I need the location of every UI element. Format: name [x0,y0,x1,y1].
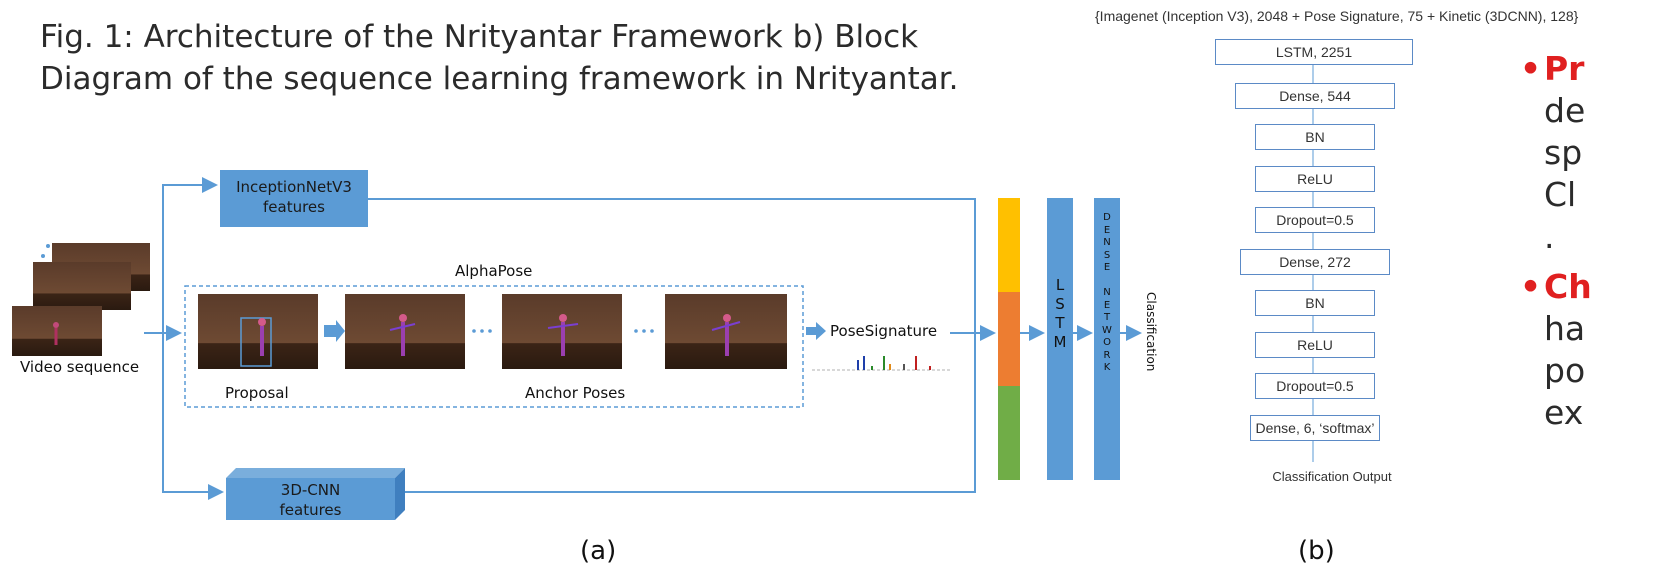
layer-bn-2: BN [1255,290,1375,316]
inceptionnet-label: InceptionNetV3 features [236,178,352,216]
feature-concat-bar [998,198,1020,480]
dense-network-block [1094,198,1120,480]
proposal-label: Proposal [225,384,289,402]
pose-signature-label: PoseSignature [830,322,938,340]
layer-dense-softmax: Dense, 6, ‘softmax’ [1250,415,1380,441]
layer-relu-1: ReLU [1255,166,1375,192]
caption-line-2: Diagram of the sequence learning framewo… [40,61,959,97]
layer-relu-2: ReLU [1255,332,1375,358]
diagram-b-input: {Imagenet (Inception V3), 2048 + Pose Si… [1095,8,1579,24]
layer-bn-1: BN [1255,124,1375,150]
pose-signature-spectrum [812,356,950,371]
sublabel-b: (b) [1298,536,1335,566]
layer-lstm: LSTM, 2251 [1215,39,1413,65]
layer-dense-544: Dense, 544 [1235,83,1395,109]
anchor-poses-label: Anchor Poses [525,384,626,402]
layer-dense-272: Dense, 272 [1240,249,1390,275]
classification-output: Classification Output [1272,469,1392,484]
caption-line-1: Fig. 1: Architecture of the Nrityantar F… [40,19,919,55]
inceptionnet-box [220,170,368,227]
alphapose-region [184,285,804,408]
video-frames-stack [12,243,150,356]
alphapose-label: AlphaPose [455,262,533,280]
video-sequence-label: Video sequence [20,358,140,376]
layer-dropout-1: Dropout=0.5 [1255,207,1375,233]
figure-caption: Fig. 1: Architecture of the Nrityantar F… [40,16,1040,100]
dense-network-label: D E N S E N E T W O R K [1102,212,1112,373]
cnn3d-box [226,468,405,520]
cnn3d-label: 3D-CNN features [279,481,342,519]
bullet-item: • Pr de sp Cl [1520,49,1586,214]
sublabel-a: (a) [580,536,617,566]
classification-label: Classification [1144,292,1158,372]
bullet-item: • Ch ha po ex [1520,267,1592,432]
lstm-block [1047,198,1073,480]
layer-dropout-2: Dropout=0.5 [1255,373,1375,399]
bullet-item: . [1544,217,1555,256]
lstm-label: L S T M [1053,276,1067,351]
pose-frames [198,294,787,369]
bullet-list: • Pr de sp Cl . • Ch ha po ex [1520,48,1592,434]
